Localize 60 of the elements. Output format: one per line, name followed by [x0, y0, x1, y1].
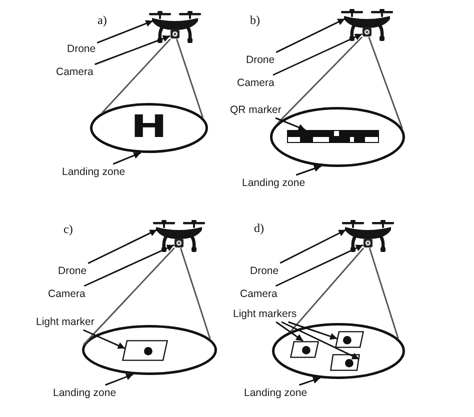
drone-icon	[152, 220, 206, 254]
leader-arrow	[112, 152, 142, 165]
camera-icon	[174, 238, 184, 248]
part-label: Camera	[56, 66, 94, 78]
panel-label: a)	[98, 13, 107, 27]
part-label: Landing zone	[242, 176, 306, 190]
part-label: Landing zone	[244, 386, 308, 400]
drone-icon	[148, 11, 202, 45]
leader-arrow	[94, 35, 170, 66]
leader-arrow	[276, 18, 346, 53]
landing-zone-ellipse	[90, 103, 208, 153]
leader-arrow	[105, 374, 134, 386]
part-label: Drone	[246, 54, 275, 66]
landing-zone-ellipse	[82, 325, 217, 375]
leader-arrow	[288, 321, 338, 340]
field-of-view-line	[368, 36, 404, 129]
leader-arrow	[275, 117, 306, 131]
leader-arrow	[281, 321, 360, 360]
field-of-view-line	[176, 38, 204, 118]
marker-plate	[290, 341, 319, 358]
helipad-letter: H	[130, 116, 168, 138]
camera-icon	[363, 238, 373, 248]
leader-arrow	[88, 229, 158, 264]
part-label: Drone	[250, 264, 279, 278]
landing-zone-ellipse	[272, 323, 405, 379]
part-label: Landing zone	[62, 166, 126, 178]
marker-plate	[122, 340, 168, 361]
leader-arrow	[275, 244, 364, 287]
leader-arrow	[298, 376, 320, 386]
panel-label: c)	[64, 222, 73, 236]
field-of-view-line	[277, 36, 363, 124]
field-of-view-line	[180, 248, 211, 340]
leader-arrow	[96, 20, 154, 44]
part-label: Camera	[237, 76, 274, 90]
leader-arrow	[83, 329, 126, 350]
part-label: Light markers	[233, 308, 297, 320]
drone-icon	[340, 9, 394, 43]
leader-arrow	[84, 244, 174, 287]
camera-icon	[362, 27, 372, 37]
qr-code-strip	[287, 130, 379, 143]
field-of-view-line	[290, 248, 364, 332]
part-label: Camera	[48, 288, 86, 300]
part-label: Light marker	[36, 316, 94, 328]
part-label: Drone	[67, 42, 96, 56]
leader-arrow	[272, 33, 362, 76]
leader-arrow	[280, 229, 346, 264]
leader-arrow	[296, 165, 322, 176]
camera-icon	[170, 29, 180, 39]
field-of-view-line	[368, 248, 399, 339]
field-of-view-line	[82, 247, 175, 346]
drone-icon	[341, 220, 395, 254]
field-of-view-line	[101, 38, 171, 114]
marker-plate	[335, 331, 364, 348]
part-label: QR marker	[230, 104, 282, 116]
panel-label: b)	[250, 13, 260, 27]
part-label: Camera	[240, 288, 278, 300]
panel-label: d)	[254, 221, 264, 235]
part-label: Drone	[58, 264, 87, 278]
leader-arrow	[276, 321, 304, 342]
part-label: Landing zone	[53, 386, 116, 400]
